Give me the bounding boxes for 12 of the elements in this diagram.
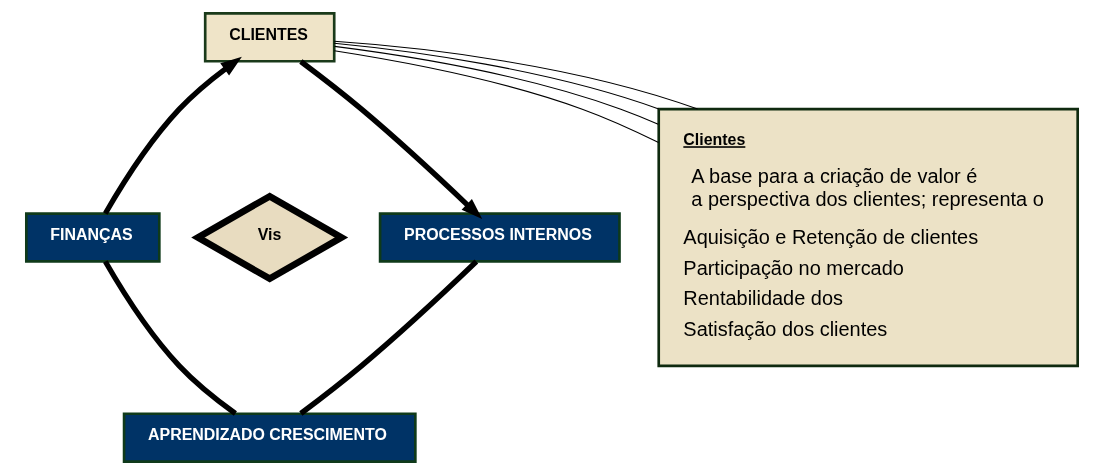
node-box: Clientes A base para a criação de valor é a perspectiva dos clientes; representa o Aquisição e Retenção de clientes Participação no mercado Rentabilidade dos Satisfação dos clientes	[657, 107, 1079, 368]
node-box: PROCESSOS INTERNOS	[378, 212, 621, 263]
connector	[103, 260, 237, 416]
connector	[299, 259, 479, 416]
connector	[333, 50, 660, 144]
node-box: FINANÇAS	[25, 212, 161, 263]
node-diamond: Vis	[191, 192, 349, 283]
node-box: CLIENTES	[203, 12, 336, 63]
arrow	[103, 56, 242, 215]
connector	[334, 45, 659, 125]
node-box: APRENDIZADO CRESCIMENTO	[122, 412, 417, 463]
arrow	[299, 59, 483, 220]
